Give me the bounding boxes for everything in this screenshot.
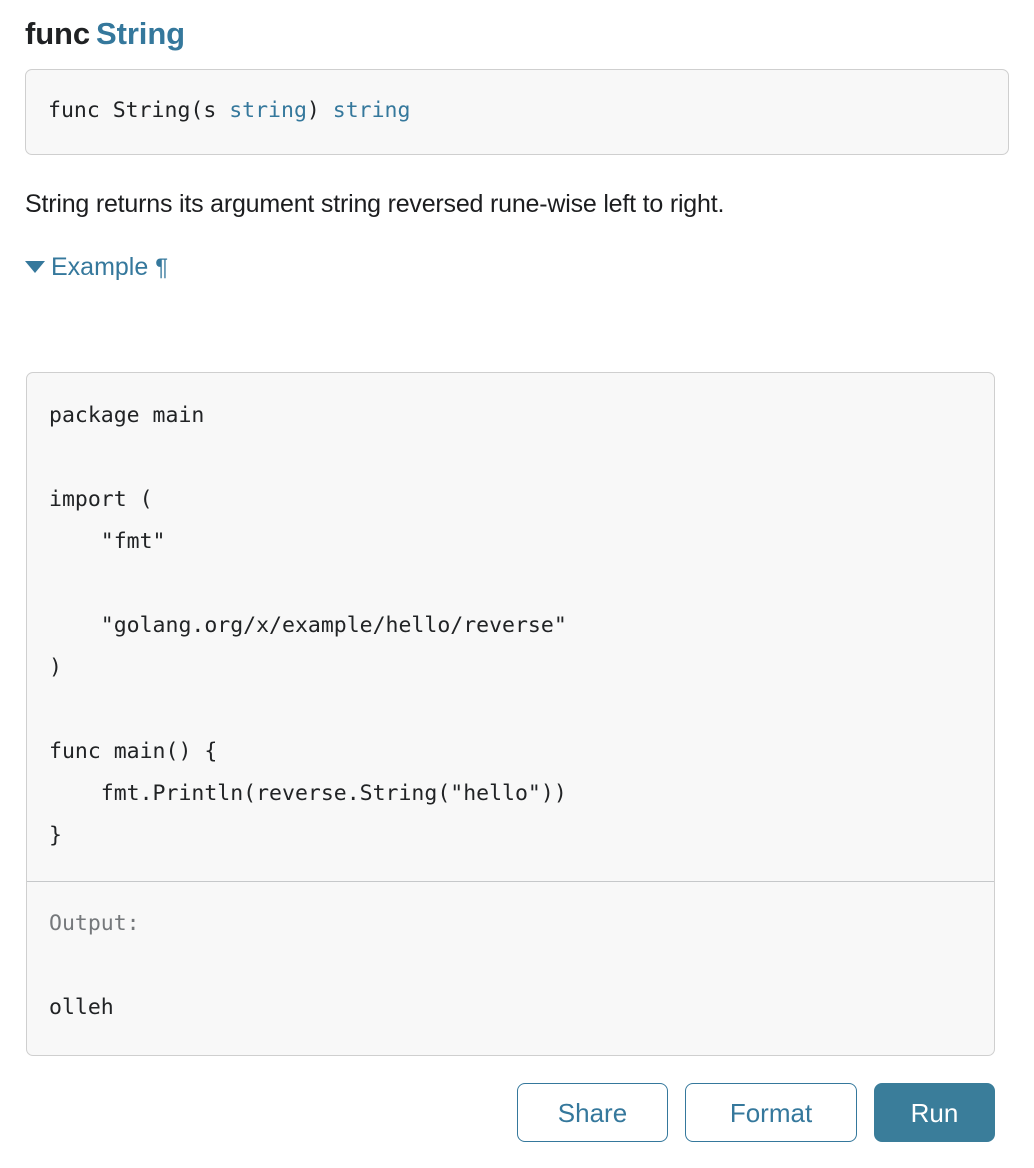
code-line: func main() {	[49, 739, 218, 764]
run-button[interactable]: Run	[874, 1083, 995, 1142]
playground-panel: package main import ( "fmt" "golang.org/…	[26, 372, 995, 1056]
code-line: "golang.org/x/example/hello/reverse"	[49, 613, 567, 638]
playground-divider	[27, 881, 994, 882]
example-label: Example	[51, 253, 149, 281]
playground-output: Output: olleh	[27, 882, 994, 1055]
format-button[interactable]: Format	[685, 1083, 857, 1142]
output-value: olleh	[49, 995, 114, 1020]
output-label: Output:	[49, 911, 140, 936]
chevron-down-icon	[25, 261, 45, 273]
function-description: String returns its argument string rever…	[25, 190, 725, 218]
pilcrow-anchor-icon[interactable]: ¶	[155, 254, 169, 281]
example-disclosure-toggle[interactable]: Example¶	[25, 221, 168, 284]
playground-code-editor[interactable]: package main import ( "fmt" "golang.org/…	[27, 373, 994, 881]
code-line: }	[49, 823, 62, 848]
code-line: import (	[49, 487, 153, 512]
signature-prefix: func String(s	[48, 98, 230, 123]
output-spacer-line	[49, 945, 994, 987]
playground-button-row: Share Format Run	[26, 1083, 995, 1142]
function-signature: func String(s string) string	[48, 96, 1008, 126]
code-line: )	[49, 655, 62, 680]
signature-return-type-link[interactable]: string	[332, 98, 411, 123]
share-button[interactable]: Share	[517, 1083, 668, 1142]
code-line: "fmt"	[49, 529, 166, 554]
code-line	[49, 563, 994, 605]
heading-keyword: func	[25, 16, 91, 51]
code-line: fmt.Println(reverse.String("hello"))	[49, 781, 567, 806]
code-line	[49, 689, 994, 731]
heading-function-name: String	[96, 16, 185, 51]
signature-param-type-link[interactable]: string	[229, 98, 307, 123]
code-line	[49, 437, 994, 479]
signature-middle: )	[306, 98, 333, 123]
code-line: package main	[49, 403, 205, 428]
function-signature-box: func String(s string) string	[25, 69, 1009, 155]
